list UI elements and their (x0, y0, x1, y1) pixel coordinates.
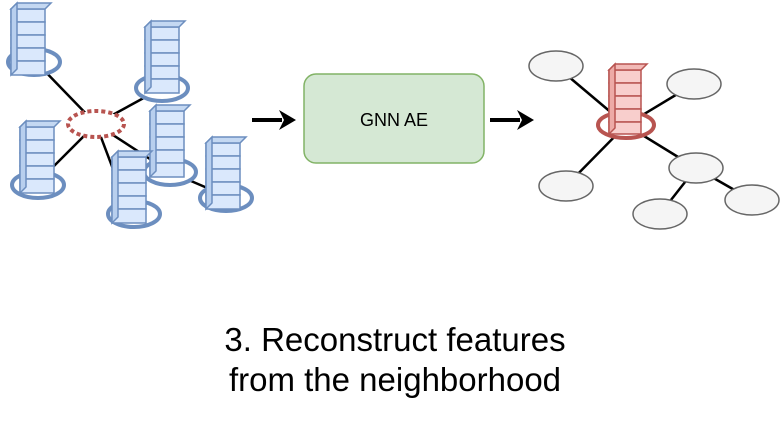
neighbor-node (632, 198, 688, 230)
neighbor-node (724, 184, 780, 216)
masked-target-node (66, 109, 126, 139)
caption-line-1: 3. Reconstruct features (224, 321, 566, 358)
feature-stack-icon (19, 120, 61, 194)
reconstructed-feature-stack-icon (607, 62, 649, 136)
neighbor-node (528, 50, 584, 82)
caption: 3. Reconstruct features from the neighbo… (100, 320, 690, 400)
arrow-right-icon (490, 110, 534, 130)
input-feature-stacks (10, 2, 247, 224)
arrow-right-icon (252, 110, 296, 130)
gnn-ae-box: GNN AE (303, 73, 485, 164)
gnn-ae-label: GNN AE (360, 110, 428, 130)
caption-line-2: from the neighborhood (228, 361, 562, 398)
feature-stack-icon (111, 150, 153, 224)
output-graph-nodes (528, 50, 780, 230)
neighbor-node (666, 68, 722, 100)
feature-stack-icon (10, 2, 52, 76)
feature-stack-icon (205, 136, 247, 210)
feature-stack-icon (149, 104, 191, 178)
neighbor-node (668, 152, 724, 184)
neighbor-node (538, 170, 594, 202)
feature-stack-icon (144, 20, 186, 94)
